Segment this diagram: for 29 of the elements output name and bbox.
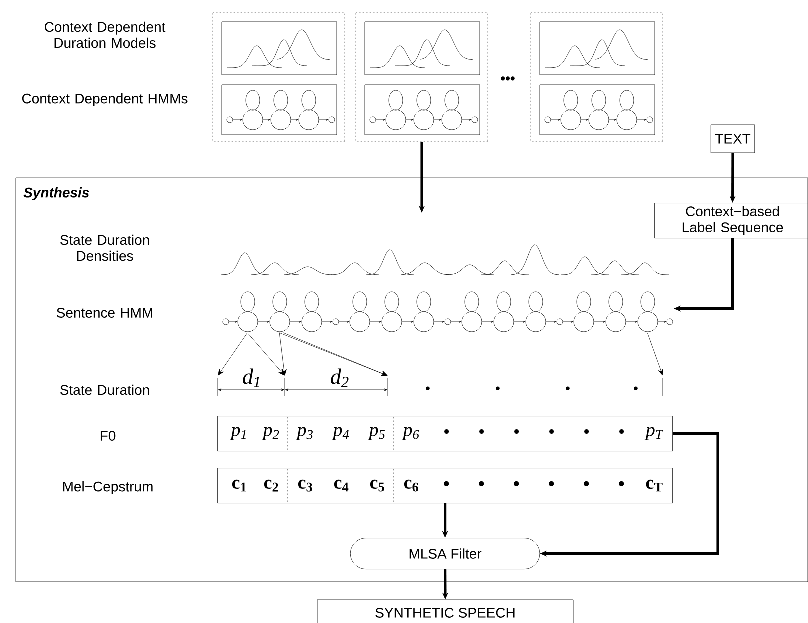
process-box: Context−based Label Sequence (654, 203, 808, 239)
dot: • (634, 386, 638, 391)
dot: • (426, 386, 430, 391)
leader-arrow (247, 332, 285, 376)
filter-box: MLSA Filter (350, 538, 540, 570)
row-label: Context Dependent Duration Models (45, 22, 166, 48)
ellipsis: ••• (501, 76, 515, 81)
row-label: State Duration Densities (60, 234, 150, 262)
leader-arrow (647, 332, 664, 376)
sentence-hmm-drawing (222, 292, 674, 332)
row-label: Context Dependent HMMs (22, 93, 188, 107)
leader-arrow (218, 332, 248, 376)
model-set-box (212, 12, 346, 142)
model-set-box (530, 12, 664, 142)
leader-arrow (279, 332, 287, 376)
output-box: SYNTHETIC SPEECH (317, 600, 574, 623)
parameter-sequence-box: c$_{1}$ c$_{2}$ c$_{3}$ c$_{4}$ c$_{5}$ c$_{6}$ • • • • • • c$_{T}$ (218, 468, 673, 504)
dot: • (496, 386, 500, 391)
row-label: F0 (100, 431, 116, 441)
duration-label: d$_{1}$ (243, 368, 260, 388)
parameter-sequence-box: p$_{1}$ p$_{2}$ p$_{3}$ p$_{4}$ p$_{5}$ p$_{6}$ • • • • • • p$_{T}$ (218, 416, 673, 452)
row-label: Sentence HMM (57, 308, 152, 318)
panel-heading: Synthesis (24, 187, 90, 201)
dot: • (566, 386, 570, 391)
model-set-box (356, 12, 488, 142)
duration-label: d$_{2}$ (331, 368, 349, 388)
row-label: State Duration (60, 384, 150, 396)
row-label: Mel−Cepstrum (63, 481, 153, 495)
input-box: TEXT (710, 124, 756, 154)
